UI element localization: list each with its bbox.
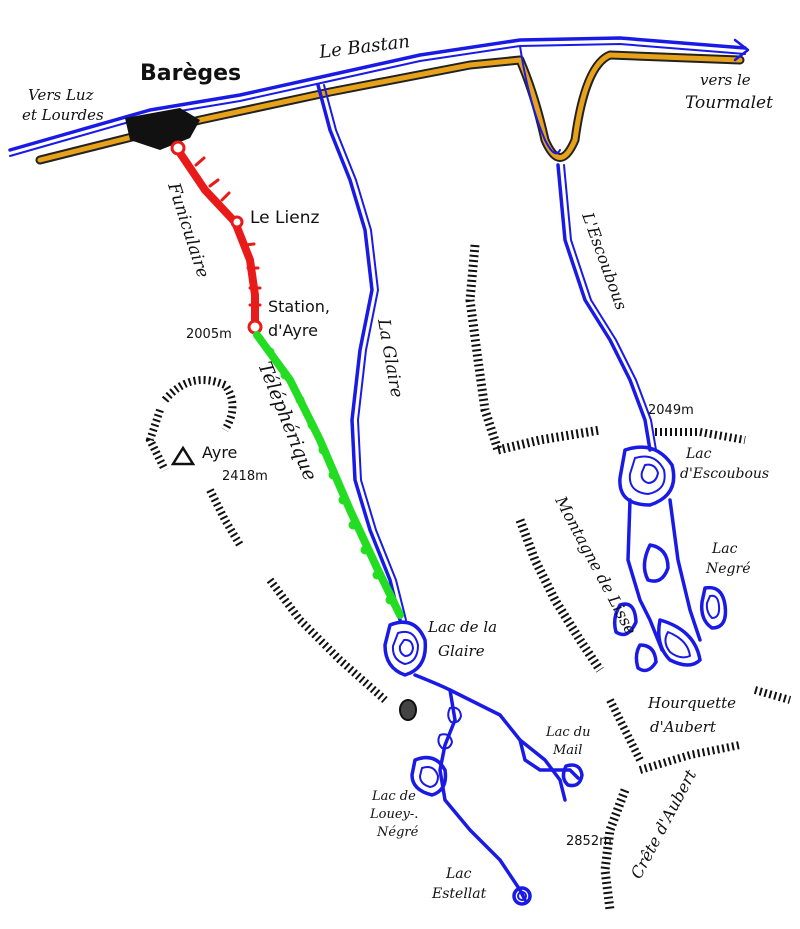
label-lac-louey-2: Louey-. bbox=[369, 807, 418, 822]
river-escoubous bbox=[556, 163, 652, 452]
label-le-lienz: Le Lienz bbox=[250, 208, 319, 228]
label-lac-louey-3: Négré bbox=[376, 825, 419, 840]
summit-triangle-icon bbox=[170, 445, 196, 466]
rivers bbox=[8, 36, 750, 906]
river-glaire bbox=[316, 83, 402, 622]
label-ayre: Ayre bbox=[202, 443, 237, 462]
label-lac-escoubous-2: d'Escoubous bbox=[680, 466, 769, 482]
label-lac-glaire-2: Glaire bbox=[438, 642, 485, 660]
label-lac-glaire-1: Lac de la bbox=[427, 618, 497, 636]
label-alt-2418: 2418m bbox=[222, 469, 268, 484]
label-crete-aubert: Crête d'Aubert bbox=[627, 766, 701, 882]
label-lac-mail-2: Mail bbox=[552, 743, 582, 758]
ridge-right-edge bbox=[753, 686, 792, 704]
label-le-bastan: Le Bastan bbox=[317, 31, 411, 63]
station-lienz-icon bbox=[230, 215, 244, 229]
lac-negre bbox=[699, 585, 728, 630]
label-lac-estellat-1: Lac bbox=[445, 866, 472, 882]
ridge-aubert bbox=[638, 741, 741, 774]
ridge-left-upper bbox=[465, 244, 503, 452]
label-tourmalet: Tourmalet bbox=[685, 93, 773, 113]
funicular-line bbox=[170, 140, 263, 335]
label-vers-le: vers le bbox=[700, 71, 751, 89]
label-station: Station, bbox=[268, 297, 330, 316]
label-l-escoubous: L'Escoubous bbox=[578, 209, 631, 312]
label-dayre: d'Ayre bbox=[268, 321, 318, 340]
label-lac-mail-1: Lac du bbox=[545, 725, 591, 740]
bareges-town bbox=[125, 108, 200, 150]
river-bastan bbox=[8, 36, 747, 152]
label-lac-estellat-2: Estellat bbox=[431, 886, 487, 902]
label-alt-2049: 2049m bbox=[648, 403, 694, 418]
label-la-glaire: La Glaire bbox=[373, 316, 407, 399]
lac-glaire bbox=[383, 620, 428, 677]
station-ayre-icon bbox=[247, 319, 263, 335]
lac-mail bbox=[561, 763, 584, 788]
road bbox=[35, 50, 745, 165]
label-lac-negre-1: Lac bbox=[711, 541, 738, 557]
label-alt-2005: 2005m bbox=[186, 327, 232, 342]
ridge-left-lower bbox=[496, 425, 601, 455]
station-bareges-icon bbox=[170, 140, 186, 156]
cable-car-line bbox=[253, 331, 404, 619]
ridge-ayre-south bbox=[206, 488, 244, 548]
label-lac-escoubous-1: Lac bbox=[685, 446, 712, 462]
ridge-crete bbox=[600, 788, 630, 911]
lac-escoubous bbox=[618, 445, 676, 507]
relief-hatching bbox=[145, 244, 792, 911]
labels: Barèges Vers Luz et Lourdes Le Bastan ve… bbox=[22, 31, 773, 902]
ridge-ayre-top bbox=[161, 376, 237, 433]
ridge-ayre-left bbox=[145, 408, 169, 472]
label-et-lourdes: et Lourdes bbox=[22, 106, 104, 124]
small-dark-lake bbox=[399, 699, 417, 721]
ridge-hourquette bbox=[606, 698, 644, 762]
label-hourquette-2: d'Aubert bbox=[650, 718, 717, 736]
label-hourquette-1: Hourquette bbox=[647, 694, 736, 712]
lac-louey-negre bbox=[410, 755, 448, 797]
label-vers-luz: Vers Luz bbox=[28, 86, 94, 104]
lac-estellat bbox=[512, 886, 532, 906]
label-bareges: Barèges bbox=[140, 61, 241, 86]
ridge-lisse bbox=[515, 518, 604, 673]
label-lac-louey-1: Lac de bbox=[371, 789, 416, 804]
label-lac-negre-2: Negré bbox=[705, 561, 750, 577]
ridge-escoubous-top bbox=[655, 428, 746, 444]
ridge-below-cable bbox=[266, 577, 388, 703]
label-alt-2852: 2852m bbox=[566, 834, 612, 849]
